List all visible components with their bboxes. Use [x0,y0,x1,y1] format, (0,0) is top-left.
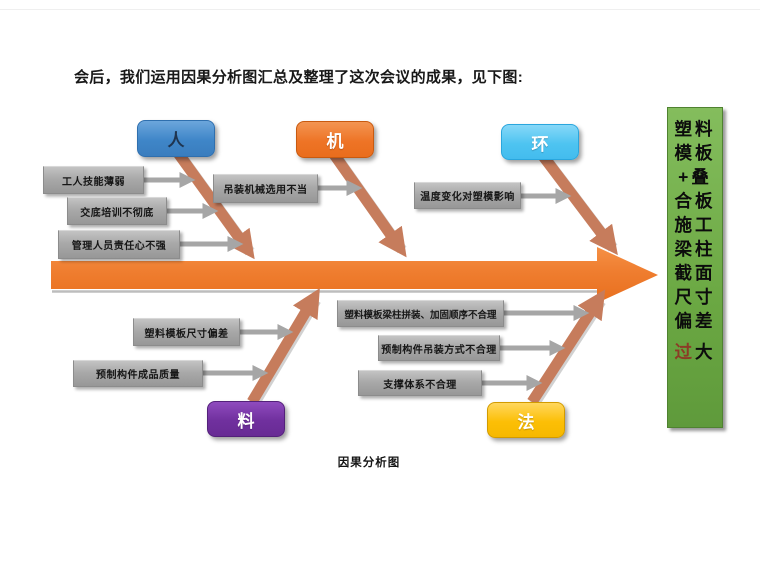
bone-liao [247,288,320,405]
figure-caption: 因果分析图 [337,457,401,469]
effect-row: 塑料 [674,119,716,139]
effect-last-char: 大 [695,342,716,362]
cause-box: 支撑体系不合理 [358,370,482,396]
cause-box: 吊装机械选用不当 [213,174,318,203]
spine-arrow [51,247,658,303]
effect-row: 施工 [674,215,716,235]
bone-ji [328,149,407,258]
category-liao: 料 [207,401,285,437]
category-ji: 机 [296,121,374,158]
effect-row-last: 过大 [668,340,722,364]
cause-box: 管理人员责任心不强 [58,230,180,259]
cause-box: 预制构件吊装方式不合理 [378,335,500,361]
cause-box: 塑料模板尺寸偏差 [133,318,240,346]
bone-huan [538,152,618,256]
cause-box: 预制构件成品质量 [73,360,203,387]
cause-box: 塑料模板梁柱拼装、加固顺序不合理 [337,300,504,327]
effect-row: 梁柱 [674,239,716,259]
effect-row: 尺寸 [674,287,716,307]
effect-row: +叠 [678,167,712,187]
effect-row: 模板 [674,143,716,163]
cause-box: 工人技能薄弱 [43,166,144,194]
effect-row: 截面 [674,263,716,283]
intro-text: 会后，我们运用因果分析图汇总及整理了这次会议的成果，见下图: [74,69,523,86]
effect-box: 塑料 模板 +叠 合板 施工 梁柱 截面 尺寸 偏差 过大 [667,107,723,428]
category-fa: 法 [487,402,565,438]
category-ren: 人 [137,120,215,157]
effect-accent-char: 过 [674,342,695,362]
page-top-rule [0,9,760,10]
cause-box: 交底培训不彻底 [67,197,167,225]
effect-row: 偏差 [674,311,716,331]
effect-row: 合板 [674,191,716,211]
category-huan: 环 [501,124,579,160]
cause-box: 温度变化对塑模影响 [414,182,521,209]
